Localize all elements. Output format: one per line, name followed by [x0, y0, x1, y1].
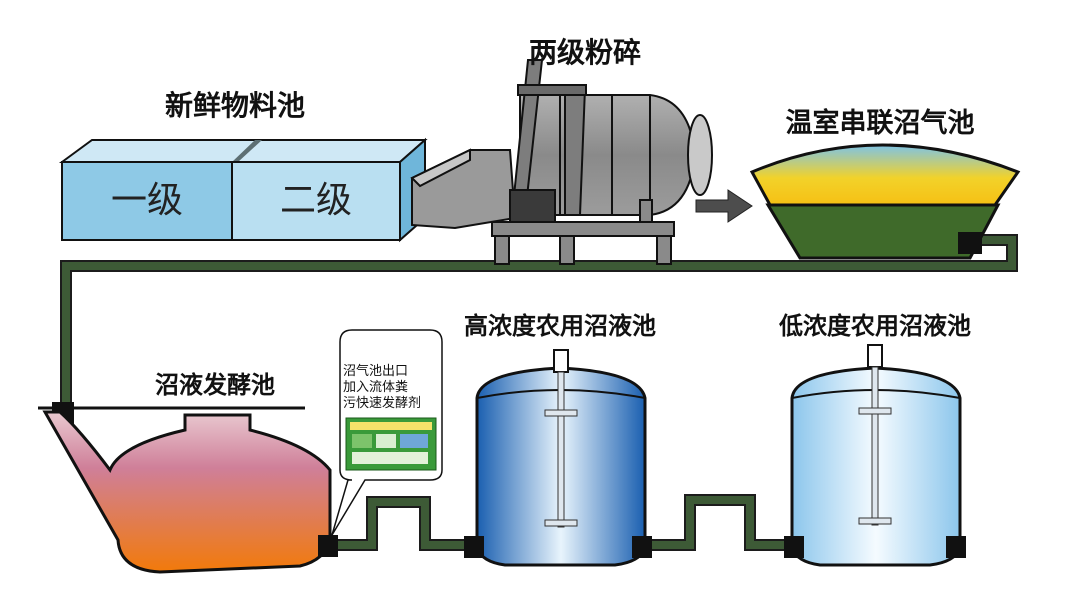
crusher-label: 两级粉碎	[529, 36, 641, 69]
outlet-valve	[958, 232, 982, 254]
high-pool-label: 高浓度农用沼液池	[464, 312, 656, 340]
stirrer-motor-low	[867, 344, 883, 368]
level-one-chamber	[61, 161, 233, 241]
ferment-outlet	[318, 535, 338, 557]
fermentation-pool	[38, 402, 338, 574]
low-pool-label: 低浓度农用沼液池	[778, 312, 971, 340]
pipe-fill	[62, 236, 1016, 549]
high-concentration-pool	[464, 349, 652, 567]
level-one-label: 一级	[111, 180, 183, 221]
callout-line-1: 沼气池出口	[343, 363, 408, 379]
ferment-pool-label: 沼液发酵池	[155, 371, 275, 399]
greenhouse-biogas-pool	[749, 143, 1021, 260]
callout-line-2: 加入流体粪	[343, 380, 408, 395]
callout-line-3: 污快速发酵剂	[343, 395, 421, 411]
greenhouse-pool-label: 温室串联沼气池	[786, 107, 975, 139]
fresh-material-pool	[58, 137, 428, 243]
stirrer-motor	[553, 349, 569, 373]
level-two-label: 二级	[280, 180, 352, 221]
crusher-machine	[410, 59, 713, 265]
low-concentration-pool	[784, 344, 966, 567]
flow-arrow	[695, 189, 753, 223]
fresh-pool-label: 新鲜物料池	[165, 89, 305, 122]
callout-bubble	[331, 329, 443, 536]
